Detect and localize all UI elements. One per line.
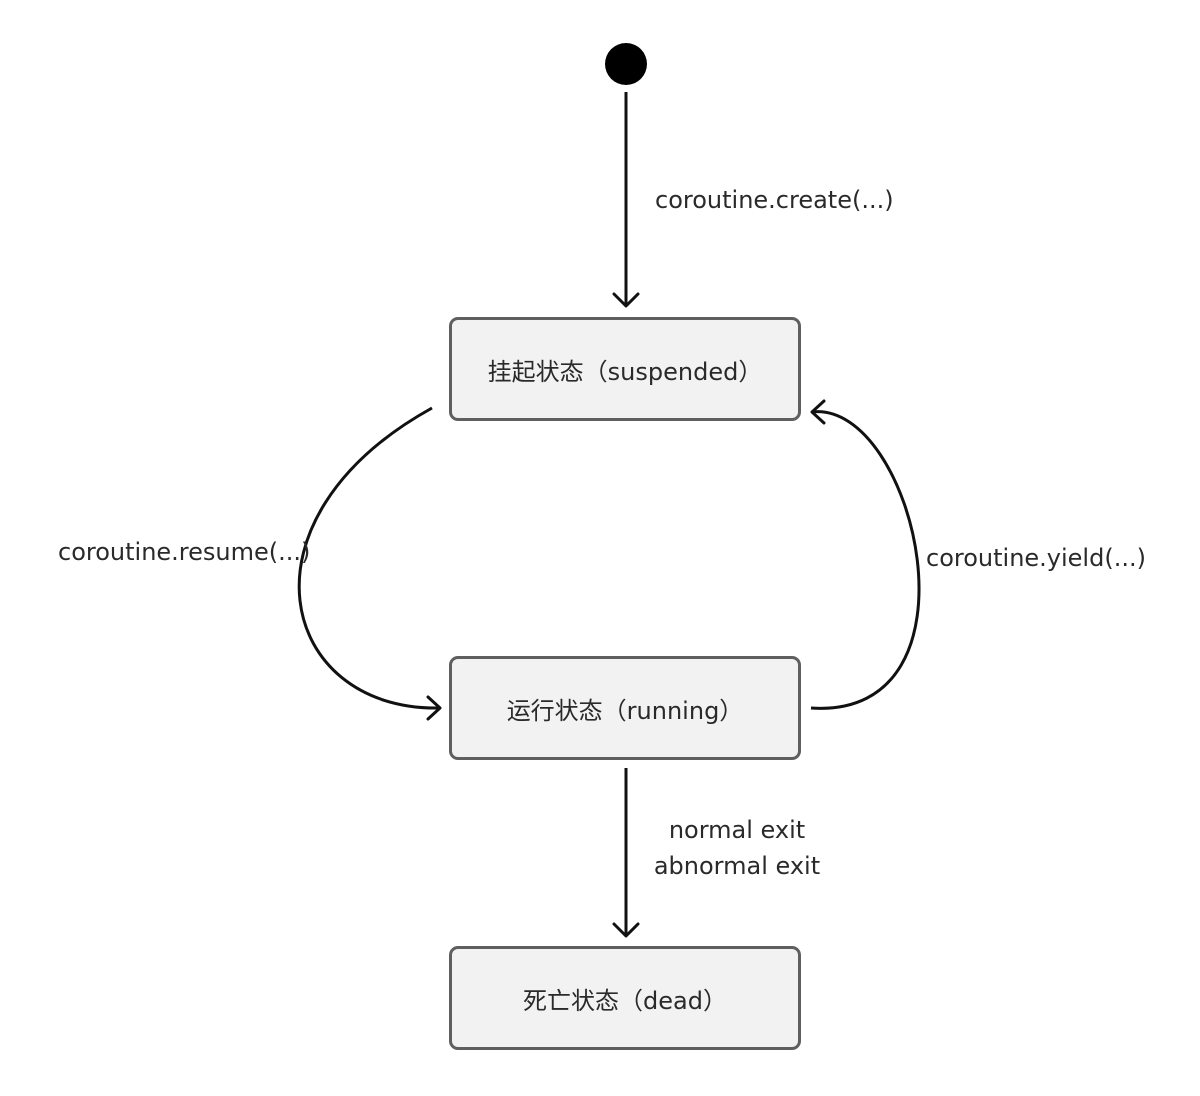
exit-transition-label: normal exit abnormal exit [646, 812, 828, 884]
abnormal-exit-label: abnormal exit [653, 852, 821, 880]
resume-transition-curve [297, 406, 439, 710]
yield-transition-label: coroutine.yield(...) [926, 544, 1146, 572]
dead-state-box: 死亡状态（dead） [449, 946, 801, 1050]
normal-exit-label: normal exit [668, 816, 806, 844]
create-arrowhead [612, 292, 640, 308]
resume-transition-label: coroutine.resume(...) [58, 538, 311, 566]
initial-state-node [605, 43, 647, 85]
running-state-label: 运行状态（running） [506, 696, 744, 725]
dead-state-label: 死亡状态（dead） [523, 986, 727, 1015]
create-transition-label: coroutine.create(...) [655, 186, 894, 214]
suspended-state-box: 挂起状态（suspended） [449, 317, 801, 421]
running-state-box: 运行状态（running） [449, 656, 801, 760]
exit-arrowhead [612, 922, 640, 938]
resume-arrowhead [426, 695, 442, 721]
suspended-state-label: 挂起状态（suspended） [487, 357, 763, 386]
yield-arrowhead [810, 399, 826, 425]
yield-transition-curve [810, 410, 921, 710]
